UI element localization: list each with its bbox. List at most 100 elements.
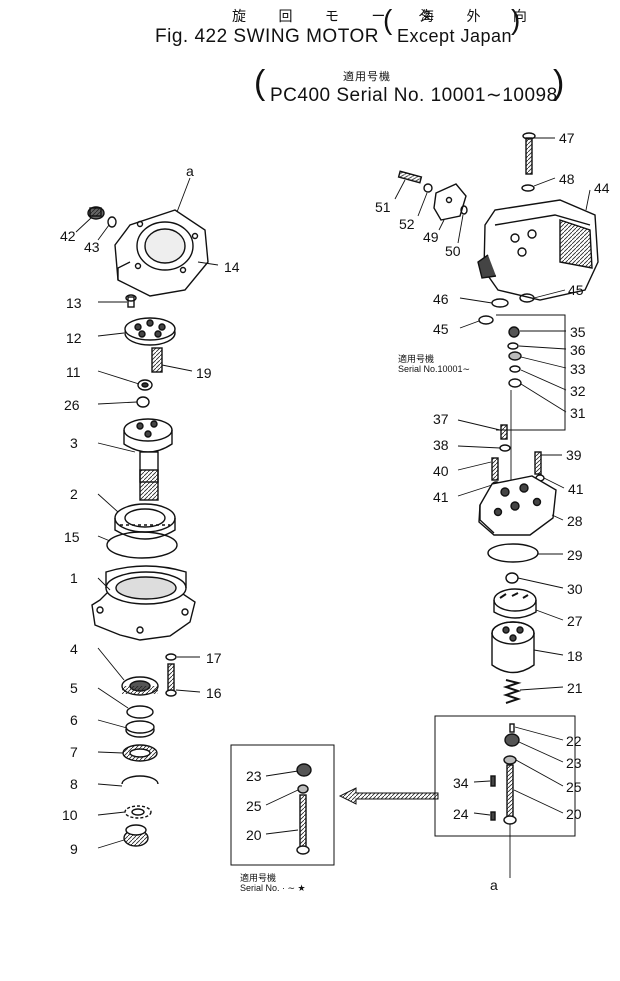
part-38-washer: [499, 444, 511, 452]
callout-6: 6: [70, 712, 78, 728]
callout-46: 46: [433, 291, 449, 307]
part-50-oring: [460, 205, 468, 215]
callout-42: 42: [60, 228, 76, 244]
callout-18: 18: [567, 648, 583, 664]
part-18-cylinder-block: [491, 621, 535, 674]
part-44-valve-body: [477, 199, 599, 301]
inset-callout-23: 23: [246, 768, 262, 784]
callout-49: 49: [423, 229, 439, 245]
arrow-to-inset: [338, 787, 439, 805]
part-10-washer: [124, 805, 152, 819]
part-30-bush: [505, 572, 519, 584]
callout-29: 29: [567, 547, 583, 563]
callout-10: 10: [62, 807, 78, 823]
part-48-washer: [521, 184, 535, 192]
part-11-ring: [137, 379, 153, 391]
part-27-valve-plate: [493, 588, 537, 619]
callout-19: 19: [196, 365, 212, 381]
callout-3: 3: [70, 435, 78, 451]
part-4-bearing: [121, 676, 159, 696]
part-36-ring: [507, 342, 519, 350]
part-14-cover-housing: [114, 209, 209, 297]
callout-2: 2: [70, 486, 78, 502]
callout-43: 43: [84, 239, 100, 255]
inset-callout-25: 25: [246, 798, 262, 814]
callout-20: 20: [566, 806, 582, 822]
part-35-plug: [508, 326, 520, 338]
callout-36: 36: [570, 342, 586, 358]
callout-17: 17: [206, 650, 222, 666]
callout-32: 32: [570, 383, 586, 399]
part-39-bolt: [534, 451, 542, 475]
callout-21: 21: [567, 680, 583, 696]
title-japanese: 旋 回 モ ー タ: [232, 9, 446, 25]
callout-9: 9: [70, 841, 78, 857]
callout-52: 52: [399, 216, 415, 232]
callout-23: 23: [566, 755, 582, 771]
paren-open-2: (: [254, 64, 266, 102]
part-51-bolt: [397, 170, 423, 184]
callout-a-bottom: a: [490, 877, 498, 893]
part-49-block: [433, 183, 467, 221]
callout-33: 33: [570, 361, 586, 377]
callout-24: 24: [453, 806, 469, 822]
part-6-collar: [125, 720, 155, 738]
part-52-washer: [423, 183, 433, 193]
part-24-pin: [490, 811, 496, 821]
callout-34: 34: [453, 775, 469, 791]
callout-14: 14: [224, 259, 240, 275]
part-15-oring: [106, 531, 178, 559]
part-28-head: [478, 475, 557, 536]
part-9-gear: [123, 824, 149, 847]
callout-44: 44: [594, 180, 610, 196]
callout-28: 28: [567, 513, 583, 529]
callout-31: 31: [570, 405, 586, 421]
part-22-pin: [509, 723, 515, 733]
callout-1: 1: [70, 570, 78, 586]
part-31-ring: [508, 378, 522, 388]
callout-47: 47: [559, 130, 575, 146]
part-2-bearing: [114, 503, 176, 540]
callout-26: 26: [64, 397, 80, 413]
callout-7: 7: [70, 744, 78, 760]
part-12-valve-plate: [124, 317, 176, 346]
paren-open-1: (: [383, 4, 393, 35]
part-37-bolt: [500, 424, 508, 440]
part-33-spring-seat: [508, 351, 522, 361]
inset-serial-jp: 適用号機: [240, 873, 277, 883]
part-26-spacer: [136, 396, 150, 408]
callout-25: 25: [566, 779, 582, 795]
part-25-ball: [503, 755, 517, 765]
note-serial-jp: 適用号機: [398, 354, 435, 364]
callout-45-lower: 45: [433, 321, 449, 337]
part-19-pin: [151, 347, 163, 373]
part-3-shaft-assembly: [123, 418, 173, 501]
note-serial-range: Serial No.10001∼: [398, 364, 471, 374]
callout-41-left: 41: [433, 489, 449, 505]
callout-11: 11: [66, 364, 81, 380]
callout-39: 39: [566, 447, 582, 463]
callout-5: 5: [70, 680, 78, 696]
callout-22: 22: [566, 733, 582, 749]
callout-51: 51: [375, 199, 391, 215]
region-japanese: 海 外 向: [420, 9, 541, 25]
inset-box: [230, 744, 335, 866]
callout-4: 4: [70, 641, 78, 657]
callout-50: 50: [445, 243, 461, 259]
callout-a-top: a: [186, 163, 194, 179]
callout-41-right: 41: [568, 481, 584, 497]
callout-30: 30: [567, 581, 583, 597]
callout-40: 40: [433, 463, 449, 479]
callout-12: 12: [66, 330, 82, 346]
callout-38: 38: [433, 437, 449, 453]
part-46-oring: [491, 298, 509, 308]
part-43-oring: [107, 216, 117, 228]
callout-45-upper: 45: [568, 282, 584, 298]
callout-8: 8: [70, 776, 78, 792]
callout-27: 27: [567, 613, 583, 629]
paren-close-2: ): [553, 64, 565, 102]
callout-37: 37: [433, 411, 449, 427]
part-21-spring: [502, 679, 522, 704]
